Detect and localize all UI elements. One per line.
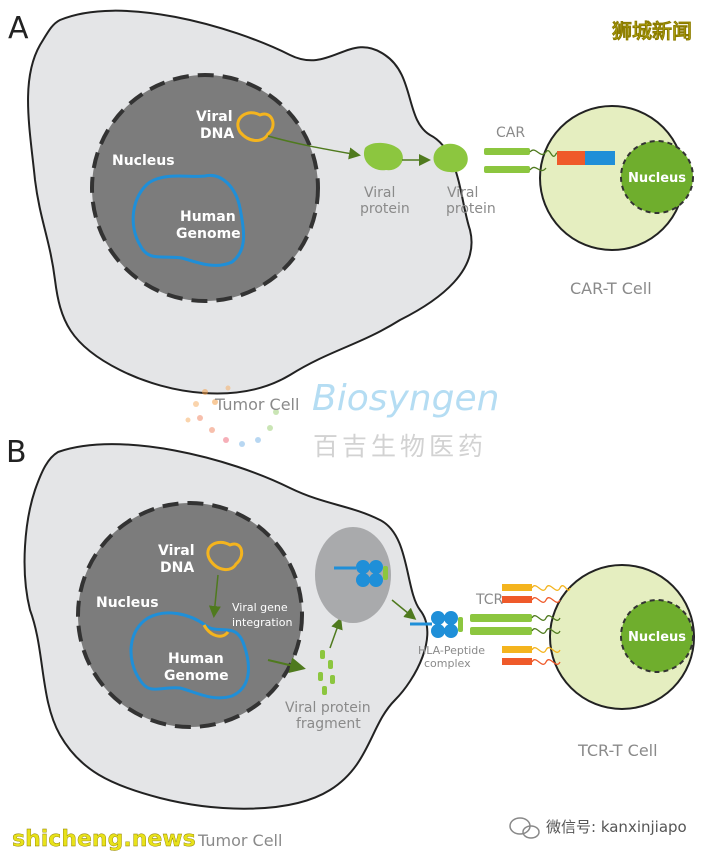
er-vesicle: [315, 527, 391, 623]
arrow-genome-to-fragment-b: [267, 657, 306, 674]
nucleus-a-label: Nucleus: [112, 153, 175, 169]
arrow-dna-to-genome-b: [208, 574, 221, 618]
tcr-receptor: [470, 584, 571, 665]
car-t-cell-label: CAR-T Cell: [570, 279, 652, 298]
viral-protein-fragments: [318, 650, 335, 695]
arrow-fragment-to-er: [329, 617, 343, 649]
viral-dna-a-label-2: DNA: [200, 126, 234, 142]
viral-gene-integration-label-2: integration: [232, 616, 292, 629]
viral-protein-a-1-label-1: Viral: [364, 185, 395, 201]
viral-dna-b: [206, 540, 244, 571]
overlay-bottom-right: 微信号: kanxinjiapo: [546, 818, 687, 836]
arrow-dna-to-protein-a: [267, 135, 361, 160]
nucleus-b-label: Nucleus: [96, 595, 159, 611]
tcr-t-cell-label: TCR-T Cell: [577, 741, 658, 760]
panel-b-letter: B: [6, 435, 27, 470]
tumor-cell-a-label: Tumor Cell: [214, 395, 299, 414]
viral-protein-a-2-label-2: protein: [446, 201, 496, 217]
viral-protein-a-2: [433, 143, 468, 173]
nucleus-a: [90, 73, 320, 303]
nucleus-b: [76, 501, 304, 729]
car-t-nucleus-label: Nucleus: [628, 171, 686, 186]
tcr-t-nucleus-label: Nucleus: [628, 630, 686, 645]
car-label: CAR: [496, 125, 525, 141]
human-genome-b-label-1: Human: [168, 651, 224, 667]
viral-protein-a-1: [363, 142, 403, 171]
viral-protein-fragment-label-1: Viral protein: [285, 700, 371, 716]
tcr-label: TCR: [475, 592, 504, 608]
biosyngen-logo-text: Biosyngen: [312, 378, 499, 419]
viral-protein-fragment-label-2: fragment: [296, 716, 361, 732]
hla-in-vesicle: [334, 560, 388, 587]
car-t-nucleus: [620, 140, 694, 214]
human-genome-a-label-2: Genome: [176, 226, 241, 242]
human-genome-b-label-2: Genome: [164, 668, 229, 684]
human-genome-b: [129, 611, 250, 700]
overlay-top-right: 狮城新闻: [612, 19, 692, 43]
panel-a-letter: A: [8, 11, 29, 46]
viral-dna-b-label-2: DNA: [160, 560, 194, 576]
viral-dna-a-label-1: Viral: [196, 109, 233, 125]
viral-gene-integration-label-1: Viral gene: [232, 601, 288, 614]
biosyngen-logo-cn: 百吉生物医药: [313, 432, 487, 461]
hla-peptide-label-1: HLA-Peptide: [418, 644, 485, 657]
tcr-t-nucleus: [620, 599, 694, 673]
viral-dna-a: [236, 111, 275, 142]
hla-peptide-label-2: complex: [424, 657, 471, 670]
viral-insert-b: [202, 624, 230, 638]
tumor-cell-b-label: Tumor Cell: [197, 831, 282, 850]
wechat-icon: [509, 817, 540, 839]
hla-peptide-complex: [410, 611, 463, 638]
human-genome-a-label-1: Human: [180, 209, 236, 225]
overlay-bottom-left: shicheng.news: [12, 827, 196, 852]
car-receptor: [484, 148, 615, 173]
human-genome-a: [131, 173, 245, 267]
arrow-er-to-hla: [391, 599, 417, 620]
biosyngen-logo: [185, 385, 279, 447]
viral-protein-a-1-label-2: protein: [360, 201, 410, 217]
viral-dna-b-label-1: Viral: [158, 543, 195, 559]
viral-protein-a-2-label-1: Viral: [447, 185, 478, 201]
